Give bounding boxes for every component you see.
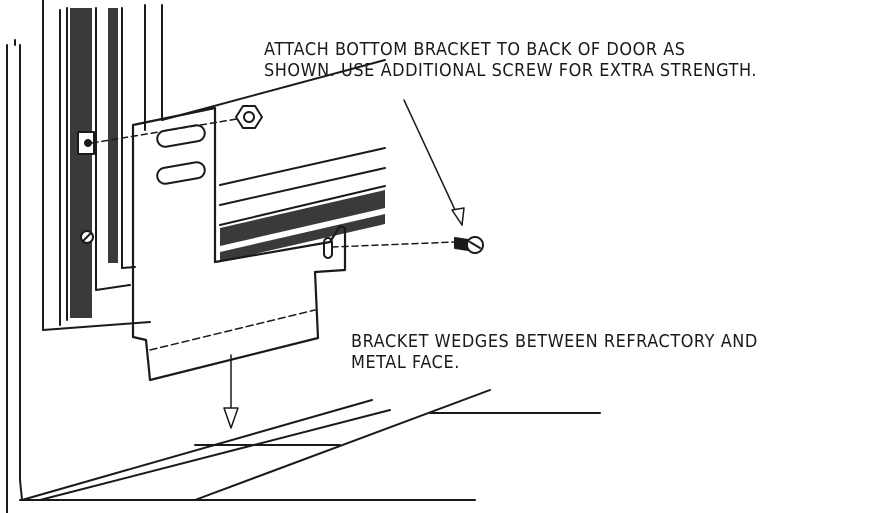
door-glass-frame [66, 4, 163, 321]
door-rail [161, 59, 386, 262]
callout-arrow-bottom [223, 354, 239, 429]
side-screw [454, 236, 484, 254]
callout-bracket-wedges: BRACKET WEDGES BETWEEN REFRACTORY AND ME… [351, 332, 758, 374]
bracket-slot-side [323, 237, 333, 259]
callout-bottom-line2: METAL FACE. [351, 353, 460, 373]
callout-attach-bracket: ATTACH BOTTOM BRACKET TO BACK OF DOOR AS… [264, 40, 757, 82]
callout-arrow-top [403, 99, 465, 226]
bracket-slot-upper [156, 124, 206, 148]
hex-nut [235, 105, 263, 129]
left-screw-lower [80, 230, 94, 244]
side-screw-path [331, 241, 456, 248]
callout-top-line1: ATTACH BOTTOM BRACKET TO BACK OF DOOR AS [264, 40, 686, 60]
hearth-lines [19, 389, 601, 501]
bracket-slot-lower [156, 161, 206, 185]
stove-frame [6, 0, 151, 513]
bottom-bracket [131, 106, 347, 382]
callout-bottom-line1: BRACKET WEDGES BETWEEN REFRACTORY AND [351, 332, 758, 352]
callout-top-line2: SHOWN. USE ADDITIONAL SCREW FOR EXTRA ST… [264, 61, 758, 81]
